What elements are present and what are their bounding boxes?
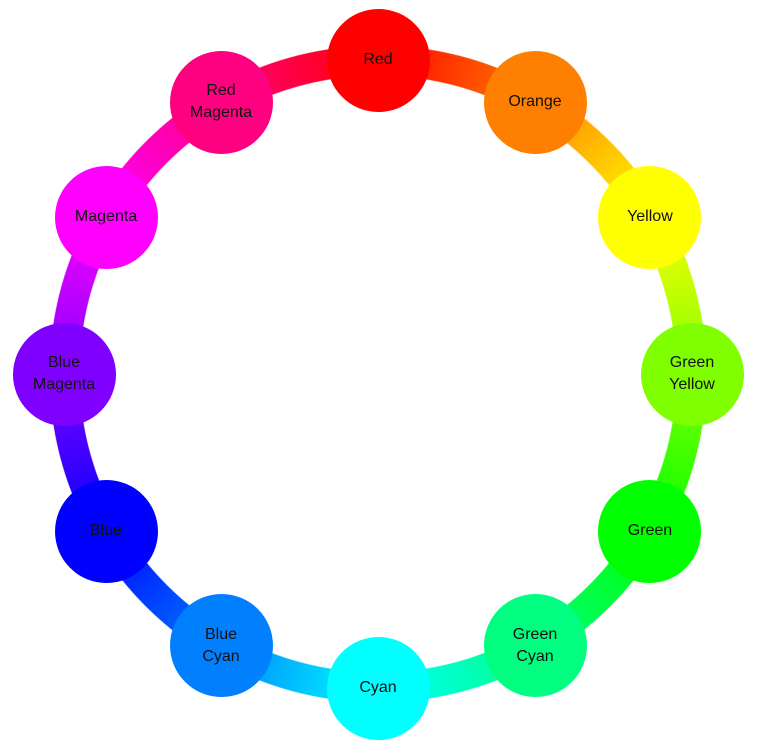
color-node-green-yellow: Green Yellow	[640, 322, 744, 426]
color-label: Green Yellow	[669, 354, 715, 393]
color-label: Orange	[508, 93, 562, 111]
color-label: Blue Magenta	[32, 354, 96, 393]
color-node-blue-cyan: Blue Cyan	[169, 594, 273, 698]
color-label: Blue Cyan	[202, 625, 240, 665]
color-label: Cyan	[359, 679, 397, 696]
color-label: Red	[363, 51, 393, 68]
color-node-red: Red	[326, 8, 430, 112]
color-node-green: Green	[598, 479, 702, 583]
color-node-cyan: Cyan	[326, 636, 430, 740]
color-label: Green	[627, 522, 673, 539]
gradient-ring	[49, 45, 707, 703]
color-label: Blue	[90, 522, 123, 539]
color-node-green-cyan: Green Cyan	[483, 594, 587, 698]
color-node-blue-magenta: Blue Magenta	[12, 322, 116, 426]
color-node-blue: Blue	[54, 479, 158, 583]
color-label: Magenta	[74, 208, 138, 225]
color-node-red-magenta: Red Magenta	[169, 50, 273, 154]
color-label: Green Cyan	[512, 625, 558, 665]
color-label: Red Magenta	[189, 82, 253, 122]
color-node-yellow: Yellow	[598, 165, 702, 269]
color-label: Yellow	[627, 208, 673, 225]
color-node-orange: Orange	[483, 50, 587, 154]
color-node-magenta: Magenta	[54, 165, 158, 269]
